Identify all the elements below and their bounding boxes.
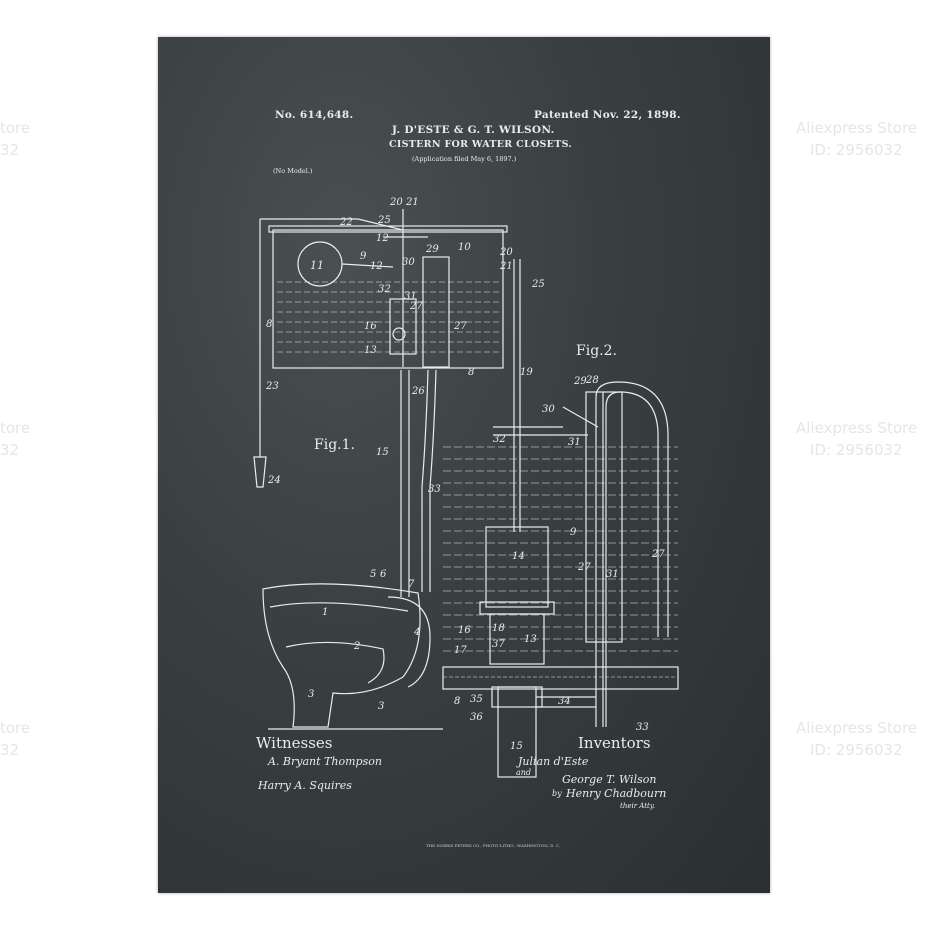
svg-text:30: 30	[542, 404, 555, 415]
svg-text:37: 37	[492, 639, 505, 650]
svg-text:18: 18	[492, 623, 505, 634]
witness-signature-1: A. Bryant Thompson	[268, 755, 382, 768]
svg-text:27: 27	[453, 321, 467, 332]
svg-text:30: 30	[402, 257, 415, 268]
and-text: and	[516, 768, 532, 777]
by-text: by	[552, 789, 562, 798]
svg-text:16: 16	[364, 321, 377, 332]
svg-text:15: 15	[376, 447, 389, 458]
svg-text:15: 15	[510, 741, 523, 752]
watermark-id: ID: 2956032	[810, 441, 903, 459]
svg-text:2: 2	[353, 641, 360, 652]
svg-text:32: 32	[493, 434, 506, 445]
svg-text:12: 12	[370, 261, 383, 272]
svg-text:8: 8	[454, 696, 460, 707]
attorney-signature: Henry Chadbourn	[566, 787, 667, 800]
svg-text:7: 7	[408, 579, 415, 590]
watermark-store: tore	[0, 419, 31, 437]
svg-text:35: 35	[470, 694, 483, 705]
inventors-label: Inventors	[578, 734, 651, 752]
svg-text:32: 32	[378, 284, 391, 295]
watermark-store: tore	[0, 119, 31, 137]
svg-text:33: 33	[428, 484, 441, 495]
svg-text:12: 12	[376, 233, 389, 244]
witness-signature-2: Harry A. Squires	[258, 779, 352, 792]
svg-text:1: 1	[322, 607, 328, 618]
svg-text:11: 11	[310, 259, 324, 272]
svg-text:20: 20	[499, 247, 513, 258]
svg-text:28: 28	[585, 375, 599, 386]
patent-title: CISTERN FOR WATER CLOSETS.	[389, 139, 573, 150]
watermark-id: 32	[0, 141, 20, 159]
valve-cylinder	[485, 526, 549, 608]
svg-text:24: 24	[267, 475, 281, 486]
svg-text:13: 13	[364, 345, 377, 356]
figure-1-label: Fig.1.	[314, 437, 355, 453]
watermark-id: 32	[0, 441, 20, 459]
svg-text:27: 27	[409, 301, 423, 312]
svg-text:27: 27	[651, 549, 665, 560]
svg-text:29: 29	[425, 244, 439, 255]
svg-text:16: 16	[458, 625, 471, 636]
pull-handle	[253, 456, 267, 488]
inventors-header: J. D'ESTE & G. T. WILSON.	[392, 124, 555, 136]
svg-text:14: 14	[512, 551, 525, 562]
watermark-store: Aliexpress Store	[796, 719, 918, 737]
patent-date: Patented Nov. 22, 1898.	[534, 109, 681, 121]
patent-poster: No. 614,648. J. D'ESTE & G. T. WILSON. P…	[158, 37, 770, 893]
svg-text:26: 26	[411, 386, 425, 397]
watermark-store: Aliexpress Store	[796, 419, 918, 437]
svg-text:17: 17	[454, 645, 467, 656]
svg-text:13: 13	[524, 634, 537, 645]
svg-text:5: 5	[370, 569, 376, 580]
svg-text:9: 9	[570, 527, 577, 538]
printer-credit: THE NORRIS PETERS CO., PHOTO-LITHO., WAS…	[426, 843, 560, 848]
watermark-id: 32	[0, 741, 20, 759]
toilet-bowl	[262, 583, 421, 728]
svg-text:22: 22	[339, 217, 353, 228]
watermark-store: tore	[0, 719, 31, 737]
svg-text:27: 27	[577, 562, 591, 573]
svg-text:8: 8	[468, 367, 474, 378]
inventor-signature-1: Julian d'Este	[518, 755, 589, 768]
svg-text:23: 23	[265, 381, 279, 392]
patent-number: No. 614,648.	[275, 109, 354, 121]
svg-text:20: 20	[389, 197, 403, 208]
svg-text:6: 6	[380, 569, 387, 580]
application-date: (Application filed May 6, 1897.)	[412, 155, 517, 163]
svg-text:36: 36	[470, 712, 483, 723]
watermark-id: ID: 2956032	[810, 141, 903, 159]
svg-text:19: 19	[520, 367, 533, 378]
cistern-tank	[272, 229, 504, 369]
svg-text:29: 29	[573, 376, 587, 387]
watermark-store: Aliexpress Store	[796, 119, 918, 137]
svg-text:21: 21	[499, 261, 513, 272]
svg-text:10: 10	[458, 242, 471, 253]
svg-text:31: 31	[606, 569, 619, 580]
svg-text:9: 9	[360, 251, 367, 262]
svg-text:21: 21	[405, 197, 419, 208]
figure-2-label: Fig.2.	[576, 343, 617, 359]
svg-text:25: 25	[377, 215, 391, 226]
no-model-note: (No Model.)	[273, 167, 313, 175]
attorneys-text: their Atty.	[620, 802, 656, 810]
svg-text:3: 3	[308, 689, 314, 700]
svg-text:33: 33	[636, 722, 649, 733]
inventor-signature-2: George T. Wilson	[562, 773, 657, 786]
svg-text:4: 4	[413, 627, 420, 638]
witnesses-label: Witnesses	[256, 734, 333, 752]
svg-text:3: 3	[378, 701, 384, 712]
svg-text:25: 25	[531, 279, 545, 290]
watermark-id: ID: 2956032	[810, 741, 903, 759]
svg-text:31: 31	[404, 291, 417, 302]
svg-text:34: 34	[558, 696, 571, 707]
svg-text:8: 8	[266, 319, 272, 330]
svg-text:31: 31	[568, 437, 581, 448]
